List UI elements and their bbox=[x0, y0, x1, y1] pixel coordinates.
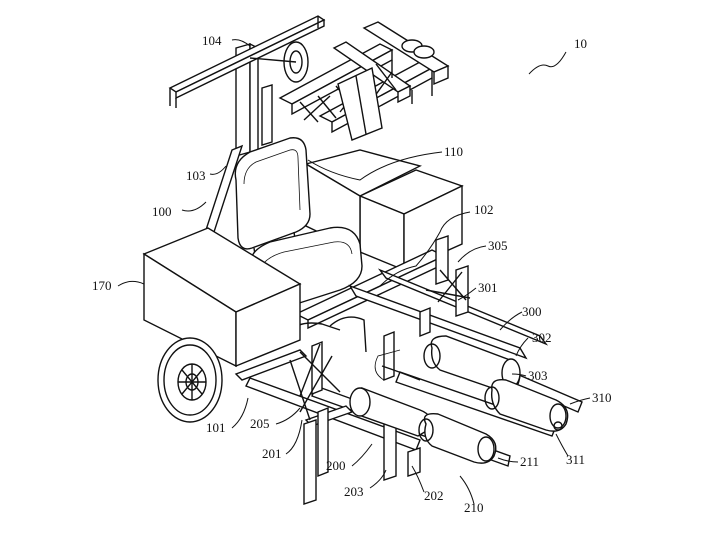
label-103: 103 bbox=[186, 168, 206, 183]
label-200: 200 bbox=[326, 458, 346, 473]
label-170: 170 bbox=[92, 278, 112, 293]
label-10: 10 bbox=[574, 36, 587, 51]
label-310: 310 bbox=[592, 390, 612, 405]
label-101: 101 bbox=[206, 420, 226, 435]
label-210: 210 bbox=[464, 500, 484, 515]
label-104: 104 bbox=[202, 33, 222, 48]
label-300: 300 bbox=[522, 304, 542, 319]
label-203: 203 bbox=[344, 484, 364, 499]
label-205: 205 bbox=[250, 416, 270, 431]
label-100: 100 bbox=[152, 204, 172, 219]
label-302: 302 bbox=[532, 330, 552, 345]
top-truss bbox=[280, 22, 448, 140]
label-211: 211 bbox=[520, 454, 539, 469]
lower-cylinders bbox=[419, 414, 496, 463]
label-110: 110 bbox=[444, 144, 463, 159]
label-301: 301 bbox=[478, 280, 498, 295]
label-305: 305 bbox=[488, 238, 508, 253]
label-303: 303 bbox=[528, 368, 548, 383]
wheel bbox=[158, 338, 222, 422]
label-202: 202 bbox=[424, 488, 444, 503]
label-311: 311 bbox=[566, 452, 585, 467]
label-102: 102 bbox=[474, 202, 494, 217]
label-201: 201 bbox=[262, 446, 282, 461]
